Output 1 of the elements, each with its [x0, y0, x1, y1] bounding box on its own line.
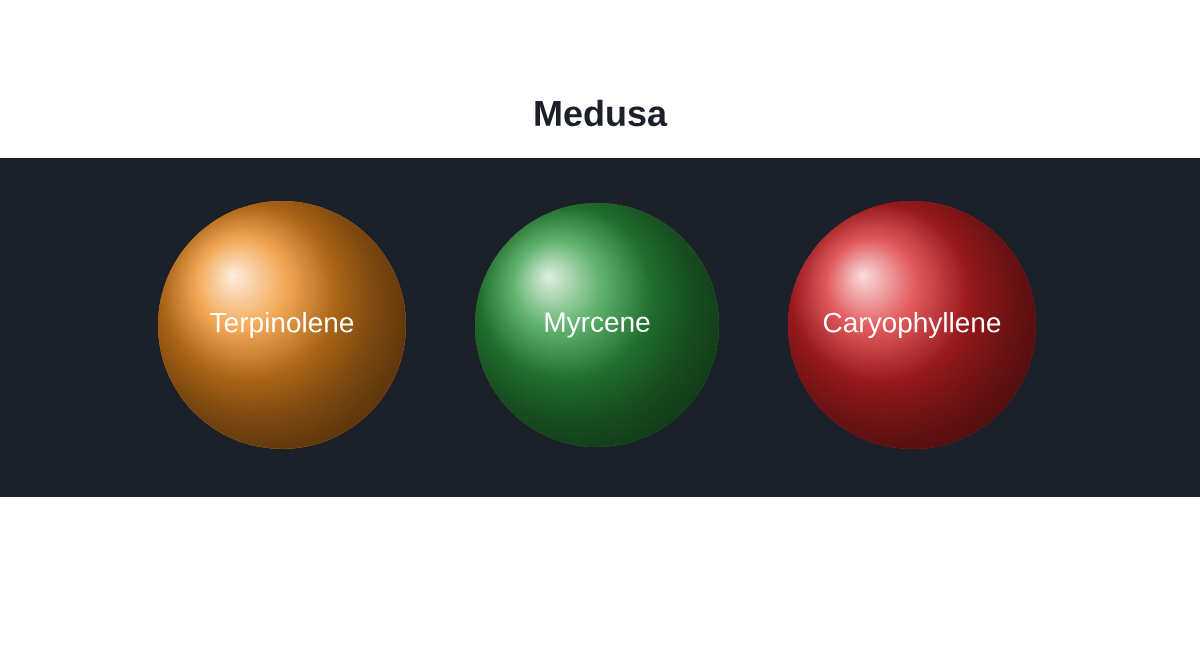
- title: Medusa: [535, 99, 668, 127]
